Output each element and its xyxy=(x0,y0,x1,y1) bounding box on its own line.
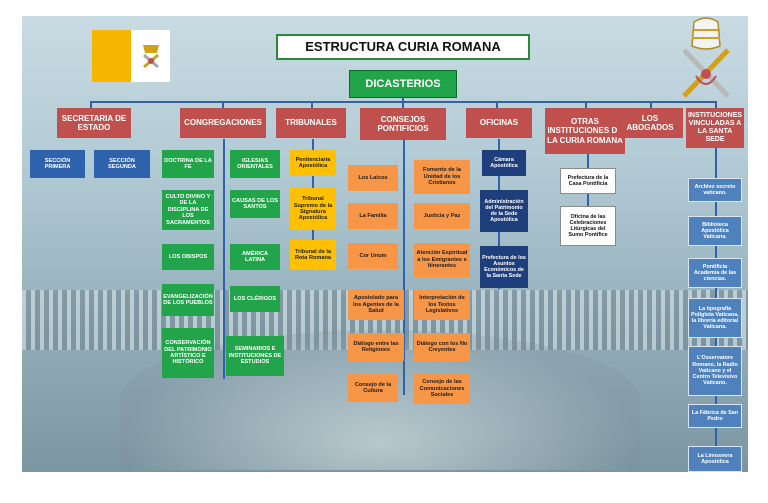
chart-title: ESTRUCTURA CURIA ROMANA xyxy=(276,34,530,60)
header-los-abogados: LOS ABOGADOS xyxy=(617,108,683,138)
congregacion-item: CULTO DIVINO Y DE LA DISCIPLINA DE LOS S… xyxy=(162,190,214,230)
connector-drop xyxy=(311,101,313,108)
connector-drop xyxy=(222,101,224,108)
congregacion-item: LOS OBISPOS xyxy=(162,244,214,270)
vinculada-item: Archivo secreto vaticano. xyxy=(688,178,742,202)
consejo-item: Apostolado para los Agentes de la Salud xyxy=(348,290,404,320)
tribunal-item: Tribunal Supremo de la Signatura Apostól… xyxy=(290,188,336,230)
consejo-item: Justicia y Paz xyxy=(414,203,470,229)
header-congregaciones: CONGREGACIONES xyxy=(180,108,266,138)
connector-drop xyxy=(402,101,404,108)
secretaria-item: SECCIÓN SEGUNDA xyxy=(94,150,150,178)
tribunal-item: Tribunal de la Rota Romana xyxy=(290,240,336,270)
connector-congregaciones xyxy=(223,139,225,379)
secretaria-item: SECCIÓN PRIMERA xyxy=(30,150,85,178)
connector-trunk xyxy=(402,98,404,102)
papal-keys-emblem-icon xyxy=(682,17,730,98)
consejo-item: Los Laicos xyxy=(348,165,398,191)
tribunal-item: Penitenciaría Apostólica xyxy=(290,150,336,176)
congregacion-item: DOCTRINA DE LA FE xyxy=(162,150,214,178)
connector-drop xyxy=(90,101,92,108)
oficina-item: Administración del Patrimonio de la Sede… xyxy=(480,190,528,232)
oficina-item: Cámara Apostólica xyxy=(482,150,526,176)
oficina-item: Prefectura de los Asuntos Económicos de … xyxy=(480,246,528,288)
congregacion-item: IGLESIAS ORIENTALES xyxy=(230,150,280,178)
header-instituciones-vinculadas: INSTITUCIONES VINCULADAS A LA SANTA SEDE xyxy=(686,108,744,148)
consejo-item: Interpretación de los Textos Legislativo… xyxy=(414,290,470,320)
connector-drop xyxy=(496,101,498,108)
congregacion-item: EVANGELIZACIÓN DE LOS PUEBLOS xyxy=(162,284,214,316)
congregacion-item: CAUSAS DE LOS SANTOS xyxy=(230,190,280,218)
consejo-item: Atención Espiritual a los Emigrantes e I… xyxy=(414,243,470,277)
congregacion-item: LOS CLÉRIGOS xyxy=(230,286,280,312)
connector-drop xyxy=(715,101,717,108)
vinculada-item: La Limosnera Apostólica xyxy=(688,446,742,472)
congregacion-item: CONSERVACIÓN DEL PATRIMONIO ARTÍSTICO E … xyxy=(162,328,214,378)
header-oficinas: OFICINAS xyxy=(466,108,532,138)
connector-otras xyxy=(587,154,589,244)
consejo-item: Consejo de las Comunicaciones Sociales xyxy=(414,374,470,404)
consejo-item: La Familia xyxy=(348,203,398,229)
dicasterios-node: DICASTERIOS xyxy=(349,70,457,98)
connector-consejos xyxy=(403,140,405,395)
otra-institucion-item: Prefectura de la Casa Pontificia xyxy=(560,168,616,194)
vinculada-item: Biblioteca Apostólica Vaticana. xyxy=(688,216,742,246)
header-secretaria-de-estado: SECRETARIA DE ESTADO xyxy=(57,108,131,138)
congregacion-item: SEMINARIOS E INSTITUCIONES DE ESTUDIOS xyxy=(226,336,284,376)
consejo-item: Consejo de la Cultura xyxy=(348,374,398,402)
vinculada-item: Pontificia Academia de las ciencias. xyxy=(688,258,742,288)
header-tribunales: TRIBUNALES xyxy=(276,108,346,138)
header-otras-instituciones: OTRAS INSTITUCIONES DE LA CURIA ROMANA xyxy=(545,108,625,154)
consejo-item: Cor Unum xyxy=(348,243,398,269)
vatican-flag-icon xyxy=(92,30,170,82)
vinculada-item: La tipografía Políglota Vaticana, la lib… xyxy=(688,298,742,338)
consejo-item: Diálogo entre las Religiones xyxy=(348,333,404,361)
consejo-item: Diálogo con los No Creyentes xyxy=(414,333,470,361)
header-consejos-pontificios: CONSEJOS PONTIFICIOS xyxy=(360,108,446,140)
vinculada-item: La Fábrica de San Pedro xyxy=(688,404,742,428)
connector-drop xyxy=(650,101,652,108)
consejo-item: Fomento de la Unidad de los Cristianos xyxy=(414,160,470,194)
connector-drop xyxy=(585,101,587,108)
vinculada-item: L'Osservatore Romano, la Radio Vaticano … xyxy=(688,346,742,396)
congregacion-item: AMÉRICA LATINA xyxy=(230,244,280,270)
otra-institucion-item: Oficina de las Celebraciones Litúrgicas … xyxy=(560,206,616,246)
